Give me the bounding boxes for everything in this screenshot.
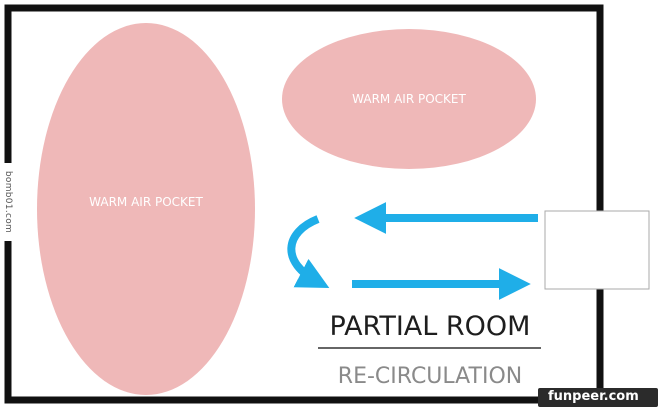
diagram-title: PARTIAL ROOM (330, 311, 531, 342)
air-unit-box (544, 210, 650, 290)
top-warm-air-pocket-label: WARM AIR POCKET (352, 92, 466, 106)
left-warm-air-pocket-label: WARM AIR POCKET (89, 195, 203, 209)
corner-watermark: funpeer.com (538, 388, 658, 407)
corner-watermark-text: funpeer.com (548, 389, 639, 404)
diagram-subtitle: RE-CIRCULATION (338, 364, 522, 389)
side-watermark-text: bomb01.com (3, 170, 13, 234)
top-warm-air-pocket (282, 29, 536, 169)
recirculation-curve-arrow (287, 215, 330, 288)
side-watermark: bomb01.com (0, 163, 16, 241)
left-warm-air-pocket (37, 23, 255, 395)
